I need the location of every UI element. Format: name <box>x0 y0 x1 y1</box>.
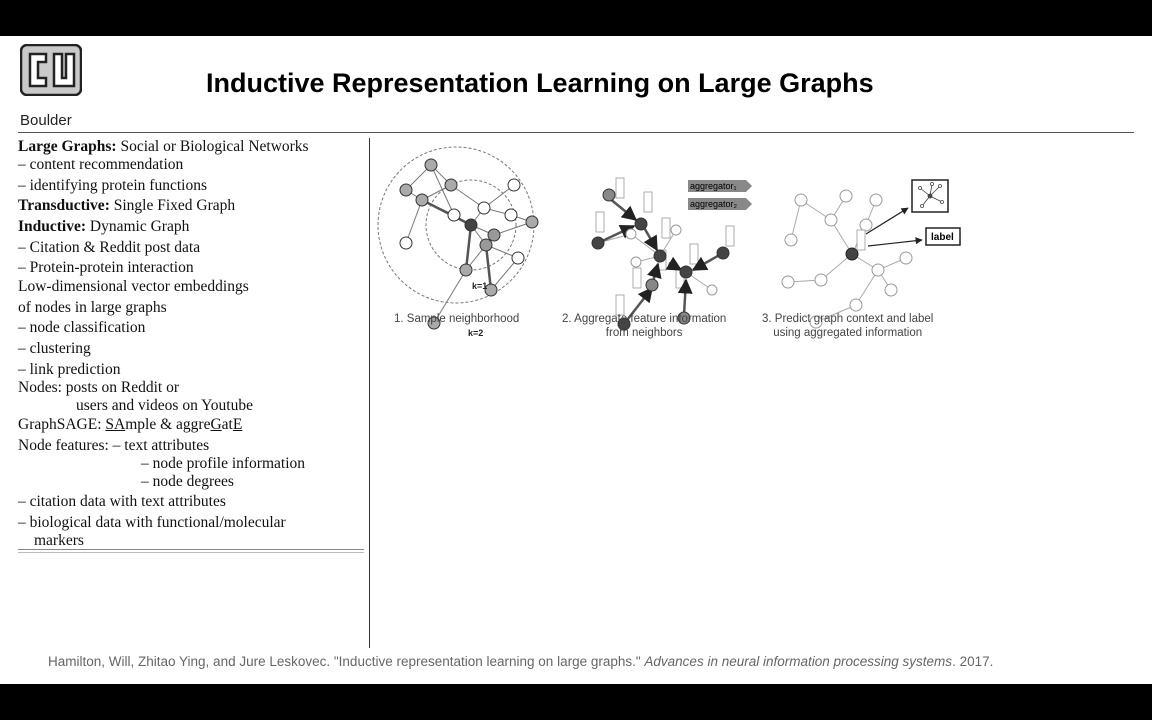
caption-2: 2. Aggregate feature information from ne… <box>562 312 726 340</box>
note-line: – biological data with functional/molecu… <box>18 514 286 531</box>
graphsage-diagram: k=1 k=2 aggregator₁ aggregator₂ <box>377 146 961 338</box>
note-line: Node features: – text attributes <box>18 437 210 454</box>
note-line: of nodes in large graphs <box>18 299 167 316</box>
graphsage-figure: k=1 k=2 aggregator₁ aggregator₂ <box>376 140 976 350</box>
label-text: label <box>931 232 954 243</box>
note-line: – identifying protein functions <box>18 177 207 194</box>
mini-graph-icon <box>918 182 944 208</box>
note-line: – link prediction <box>18 361 121 378</box>
caption-2-line2: from neighbors <box>605 327 683 339</box>
citation-main: Hamilton, Will, Zhitao Ying, and Jure Le… <box>48 654 645 669</box>
k1-label: k=1 <box>472 281 487 291</box>
logo-text: Boulder <box>20 112 72 129</box>
caption-3: 3. Predict graph context and label using… <box>762 312 933 340</box>
aggregate-panel: aggregator₁ aggregator₂ <box>591 177 752 331</box>
citation: Hamilton, Will, Zhitao Ying, and Jure Le… <box>48 654 993 669</box>
title-rule <box>18 132 1134 133</box>
predict-panel: label <box>781 179 961 329</box>
caption-1: 1. Sample neighborhood <box>394 313 520 325</box>
note-line: – citation data with text attributes <box>18 493 226 510</box>
note-line: – Protein-protein interaction <box>18 259 194 276</box>
sample-neighborhood-panel: k=1 k=2 <box>377 146 539 338</box>
note-line: users and videos on Youtube <box>76 397 253 414</box>
note-line: – clustering <box>18 340 91 357</box>
cu-logo-mark-icon <box>20 44 82 96</box>
citation-journal: Advances in neural information processin… <box>644 654 953 669</box>
citation-year: . 2017. <box>952 654 994 669</box>
slide: Boulder Inductive Representation Learnin… <box>0 36 1152 684</box>
aggregator2-label: aggregator₂ <box>690 199 738 209</box>
note-line: Transductive: Single Fixed Graph <box>18 197 236 214</box>
column-divider <box>369 138 370 648</box>
caption-3-line2: using aggregated information <box>773 327 923 339</box>
caption-3-line1: 3. Predict graph context and label <box>762 313 934 325</box>
note-line: GraphSAGE: SAmple & aggreGatE <box>18 416 243 433</box>
label-box <box>925 227 961 246</box>
cu-boulder-logo: Boulder <box>18 44 88 129</box>
note-line: Large Graphs: Social or Biological Netwo… <box>18 138 309 155</box>
note-line: Inductive: Dynamic Graph <box>18 218 190 235</box>
note-line: markers <box>34 532 84 549</box>
note-line: – node classification <box>18 319 146 336</box>
note-line: – node profile information <box>141 455 305 472</box>
aggregator1-label: aggregator₁ <box>690 181 737 191</box>
note-line: Low-dimensional vector embeddings <box>18 278 249 295</box>
notes-bottom-rule <box>18 549 364 553</box>
note-line: – node degrees <box>141 473 234 490</box>
note-line: Nodes: posts on Reddit or <box>18 379 180 396</box>
note-line: – content recommendation <box>18 156 184 173</box>
slide-title: Inductive Representation Learning on Lar… <box>206 68 874 98</box>
note-line: – Citation & Reddit post data <box>18 239 201 256</box>
k2-label: k=2 <box>468 328 483 338</box>
caption-2-line1: 2. Aggregate feature information <box>562 313 727 325</box>
